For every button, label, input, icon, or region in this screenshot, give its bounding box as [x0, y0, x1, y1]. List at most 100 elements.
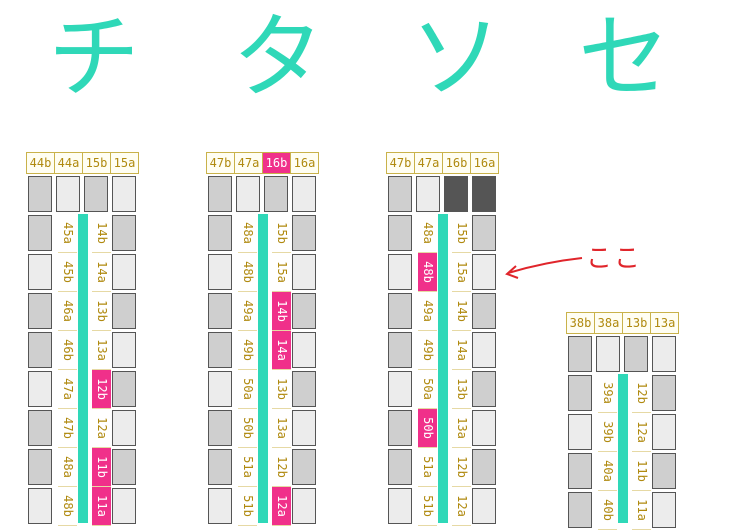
- booth-slot[interactable]: 12a: [632, 413, 651, 452]
- booth-slot[interactable]: 14b: [452, 292, 471, 331]
- booth-thumbnail[interactable]: [28, 293, 52, 329]
- booth-thumbnail[interactable]: [236, 176, 260, 212]
- booth-thumbnail[interactable]: [472, 215, 496, 251]
- booth-slot[interactable]: 47b: [58, 409, 77, 448]
- booth-slot[interactable]: 13a: [272, 409, 291, 448]
- booth-slot[interactable]: 13b: [452, 370, 471, 409]
- booth-thumbnail[interactable]: [624, 336, 648, 372]
- booth-slot[interactable]: 48a: [238, 214, 257, 253]
- booth-thumbnail[interactable]: [208, 332, 232, 368]
- booth-thumbnail[interactable]: [444, 176, 468, 212]
- booth-slot[interactable]: 12b: [92, 370, 111, 409]
- booth-slot[interactable]: 39b: [598, 413, 617, 452]
- booth-slot[interactable]: 14a: [452, 331, 471, 370]
- booth-slot[interactable]: 15a: [452, 253, 471, 292]
- booth-thumbnail[interactable]: [292, 332, 316, 368]
- booth-thumbnail[interactable]: [416, 176, 440, 212]
- booth-slot[interactable]: 51a: [238, 448, 257, 487]
- booth-slot[interactable]: 12b: [452, 448, 471, 487]
- booth-slot[interactable]: 11b: [632, 452, 651, 491]
- booth-thumbnail[interactable]: [472, 488, 496, 524]
- booth-thumbnail[interactable]: [28, 332, 52, 368]
- booth-slot[interactable]: 50a: [418, 370, 437, 409]
- booth-slot[interactable]: 45b: [58, 253, 77, 292]
- booth-thumbnail[interactable]: [388, 449, 412, 485]
- booth-slot[interactable]: 14a: [92, 253, 111, 292]
- booth-thumbnail[interactable]: [388, 215, 412, 251]
- booth-slot[interactable]: 49a: [238, 292, 257, 331]
- booth-thumbnail[interactable]: [112, 371, 136, 407]
- booth-thumbnail[interactable]: [292, 410, 316, 446]
- booth-thumbnail[interactable]: [568, 414, 592, 450]
- booth-thumbnail[interactable]: [292, 293, 316, 329]
- booth-slot[interactable]: 14b: [92, 214, 111, 253]
- booth-thumbnail[interactable]: [472, 293, 496, 329]
- booth-slot[interactable]: 50b: [418, 409, 437, 448]
- booth-thumbnail[interactable]: [472, 410, 496, 446]
- booth-thumbnail[interactable]: [208, 254, 232, 290]
- booth-slot[interactable]: 48a: [58, 448, 77, 487]
- booth-slot[interactable]: 15a: [272, 253, 291, 292]
- booth-thumbnail[interactable]: [292, 215, 316, 251]
- booth-thumbnail[interactable]: [472, 449, 496, 485]
- booth-thumbnail[interactable]: [28, 215, 52, 251]
- booth-thumbnail[interactable]: [112, 410, 136, 446]
- booth-thumbnail[interactable]: [388, 371, 412, 407]
- booth-thumbnail[interactable]: [112, 488, 136, 524]
- booth-slot[interactable]: 11a: [92, 487, 111, 526]
- booth-slot[interactable]: 15b: [272, 214, 291, 253]
- booth-slot[interactable]: 13b: [92, 292, 111, 331]
- booth-thumbnail[interactable]: [652, 414, 676, 450]
- booth-slot[interactable]: 47a: [58, 370, 77, 409]
- booth-thumbnail[interactable]: [472, 332, 496, 368]
- booth-slot[interactable]: 14b: [272, 292, 291, 331]
- booth-slot[interactable]: 12a: [452, 487, 471, 526]
- booth-slot[interactable]: 12a: [272, 487, 291, 526]
- booth-slot[interactable]: 39a: [598, 374, 617, 413]
- booth-slot[interactable]: 50a: [238, 370, 257, 409]
- booth-thumbnail[interactable]: [472, 371, 496, 407]
- booth-slot[interactable]: 12b: [632, 374, 651, 413]
- booth-thumbnail[interactable]: [208, 215, 232, 251]
- booth-thumbnail[interactable]: [208, 410, 232, 446]
- booth-slot[interactable]: 49b: [238, 331, 257, 370]
- booth-thumbnail[interactable]: [652, 492, 676, 528]
- booth-thumbnail[interactable]: [568, 453, 592, 489]
- booth-slot[interactable]: 40b: [598, 491, 617, 530]
- booth-thumbnail[interactable]: [112, 176, 136, 212]
- booth-thumbnail[interactable]: [28, 254, 52, 290]
- booth-thumbnail[interactable]: [292, 371, 316, 407]
- booth-slot[interactable]: 13a: [452, 409, 471, 448]
- booth-thumbnail[interactable]: [472, 254, 496, 290]
- booth-thumbnail[interactable]: [112, 293, 136, 329]
- booth-thumbnail[interactable]: [568, 492, 592, 528]
- booth-thumbnail[interactable]: [388, 176, 412, 212]
- booth-slot[interactable]: 14a: [272, 331, 291, 370]
- booth-slot[interactable]: 48b: [418, 253, 437, 292]
- booth-thumbnail[interactable]: [652, 375, 676, 411]
- booth-thumbnail[interactable]: [28, 410, 52, 446]
- booth-thumbnail[interactable]: [388, 410, 412, 446]
- booth-thumbnail[interactable]: [292, 254, 316, 290]
- booth-thumbnail[interactable]: [292, 488, 316, 524]
- booth-thumbnail[interactable]: [208, 293, 232, 329]
- booth-thumbnail[interactable]: [112, 332, 136, 368]
- booth-thumbnail[interactable]: [292, 449, 316, 485]
- booth-thumbnail[interactable]: [568, 375, 592, 411]
- booth-slot[interactable]: 15b: [452, 214, 471, 253]
- booth-thumbnail[interactable]: [292, 176, 316, 212]
- booth-slot[interactable]: 51a: [418, 448, 437, 487]
- booth-thumbnail[interactable]: [388, 254, 412, 290]
- booth-slot[interactable]: 46a: [58, 292, 77, 331]
- booth-thumbnail[interactable]: [28, 176, 52, 212]
- booth-thumbnail[interactable]: [208, 176, 232, 212]
- booth-slot[interactable]: 45a: [58, 214, 77, 253]
- booth-slot[interactable]: 12a: [92, 409, 111, 448]
- booth-thumbnail[interactable]: [388, 488, 412, 524]
- booth-thumbnail[interactable]: [84, 176, 108, 212]
- booth-thumbnail[interactable]: [112, 449, 136, 485]
- booth-slot[interactable]: 46b: [58, 331, 77, 370]
- booth-thumbnail[interactable]: [652, 453, 676, 489]
- booth-thumbnail[interactable]: [112, 254, 136, 290]
- booth-thumbnail[interactable]: [596, 336, 620, 372]
